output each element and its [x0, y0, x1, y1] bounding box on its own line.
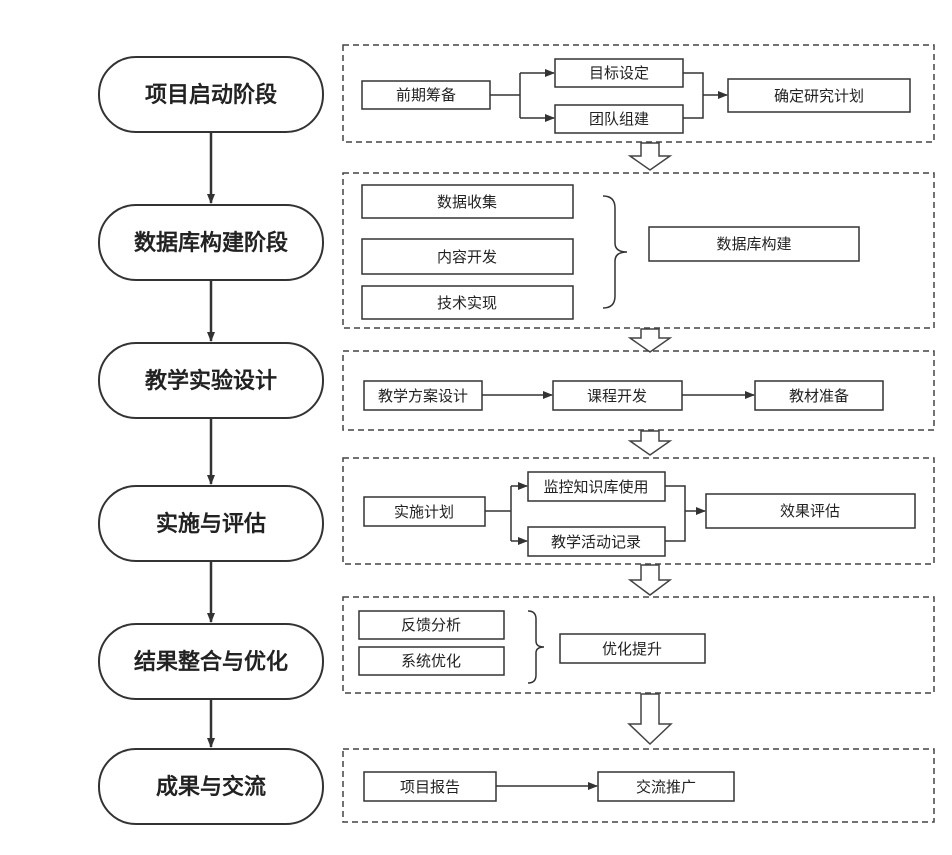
stage-label-1: 项目启动阶段: [145, 82, 277, 108]
stage-label-4: 实施与评估: [156, 511, 266, 537]
phase-4-diagram: 实施计划 监控知识库使用 教学活动记录 效果评估: [363, 471, 916, 557]
connector-impl-split: [485, 486, 512, 541]
phase-panel-2: [342, 172, 935, 329]
hollow-down-arrow-3: [627, 430, 673, 456]
phase-panel-4: [342, 457, 935, 565]
box-preparation: [361, 80, 491, 110]
label-feedback: 反馈分析: [401, 616, 461, 634]
box-research-plan: [727, 78, 911, 113]
box-data-collection: [361, 184, 574, 219]
label-course-dev: 课程开发: [587, 387, 647, 405]
box-teaching-log: [527, 526, 666, 557]
label-effect-eval: 效果评估: [780, 502, 840, 520]
label-database-build: 数据库构建: [716, 235, 791, 253]
label-tech-impl: 技术实现: [437, 294, 497, 312]
stage-label-2: 数据库构建阶段: [134, 230, 288, 256]
label-team-building: 团队组建: [589, 110, 649, 128]
phase-panel-6: [342, 748, 935, 823]
phase-panel-5: [342, 596, 935, 694]
box-teaching-plan: [363, 380, 483, 411]
label-research-plan: 确定研究计划: [774, 87, 864, 105]
stage-label-3: 教学实验设计: [145, 368, 277, 394]
box-tech-impl: [361, 285, 574, 320]
label-teaching-log: 教学活动记录: [551, 533, 641, 551]
connector-prep-split: [490, 73, 521, 118]
stage-pill-6: [98, 748, 324, 825]
phase-panel-1: [342, 44, 935, 143]
label-preparation: 前期筹备: [396, 86, 456, 104]
curly-brace-2: [602, 195, 628, 309]
hollow-down-arrow-2: [627, 328, 673, 353]
label-implementation-plan: 实施计划: [394, 503, 454, 521]
stage-label-6: 成果与交流: [156, 774, 266, 800]
phase-panel-3: [342, 350, 935, 431]
stage-column: [98, 56, 324, 825]
hollow-down-arrow-1: [627, 142, 673, 171]
label-materials: 教材准备: [789, 387, 849, 405]
curly-brace-5: [527, 610, 545, 684]
connector-merge-4: [665, 485, 686, 542]
box-monitor-kb: [527, 471, 666, 502]
label-teaching-plan: 教学方案设计: [378, 387, 468, 405]
box-opt-improve: [559, 633, 706, 664]
box-team-building: [554, 104, 684, 134]
box-effect-eval: [705, 493, 916, 529]
label-opt-improve: 优化提升: [602, 640, 662, 658]
phase-6-diagram: 项目报告 交流推广: [363, 771, 735, 802]
label-exchange: 交流推广: [636, 778, 696, 796]
phase-panels: [342, 44, 935, 823]
label-system-opt: 系统优化: [401, 652, 461, 670]
box-materials: [754, 380, 884, 411]
phase-5-diagram: 反馈分析 系统优化 优化提升: [358, 610, 706, 684]
hollow-down-arrow-4: [627, 564, 673, 596]
phase-2-diagram: 数据收集 内容开发 技术实现 数据库构建: [361, 184, 860, 320]
box-course-dev: [552, 380, 683, 411]
label-monitor-kb: 监控知识库使用: [543, 478, 648, 496]
box-content-dev: [361, 238, 574, 275]
box-project-report: [363, 771, 497, 802]
phase-3-diagram: 教学方案设计 课程开发 教材准备: [363, 380, 884, 411]
label-content-dev: 内容开发: [437, 248, 497, 266]
box-feedback: [358, 610, 505, 640]
hollow-down-arrow-5: [627, 693, 673, 746]
label-project-report: 项目报告: [400, 778, 460, 796]
box-system-opt: [358, 646, 505, 676]
box-exchange: [597, 771, 735, 802]
phase-1-diagram: 前期筹备 目标设定 团队组建 确定研究计划: [361, 58, 911, 134]
connector-merge-1: [683, 72, 704, 119]
box-database-build: [648, 226, 860, 262]
label-goal-setting: 目标设定: [589, 64, 649, 82]
phase-transitions: [627, 142, 673, 746]
label-data-collection: 数据收集: [437, 193, 497, 211]
box-implementation-plan: [363, 496, 486, 527]
stage-label-5: 结果整合与优化: [134, 649, 288, 675]
